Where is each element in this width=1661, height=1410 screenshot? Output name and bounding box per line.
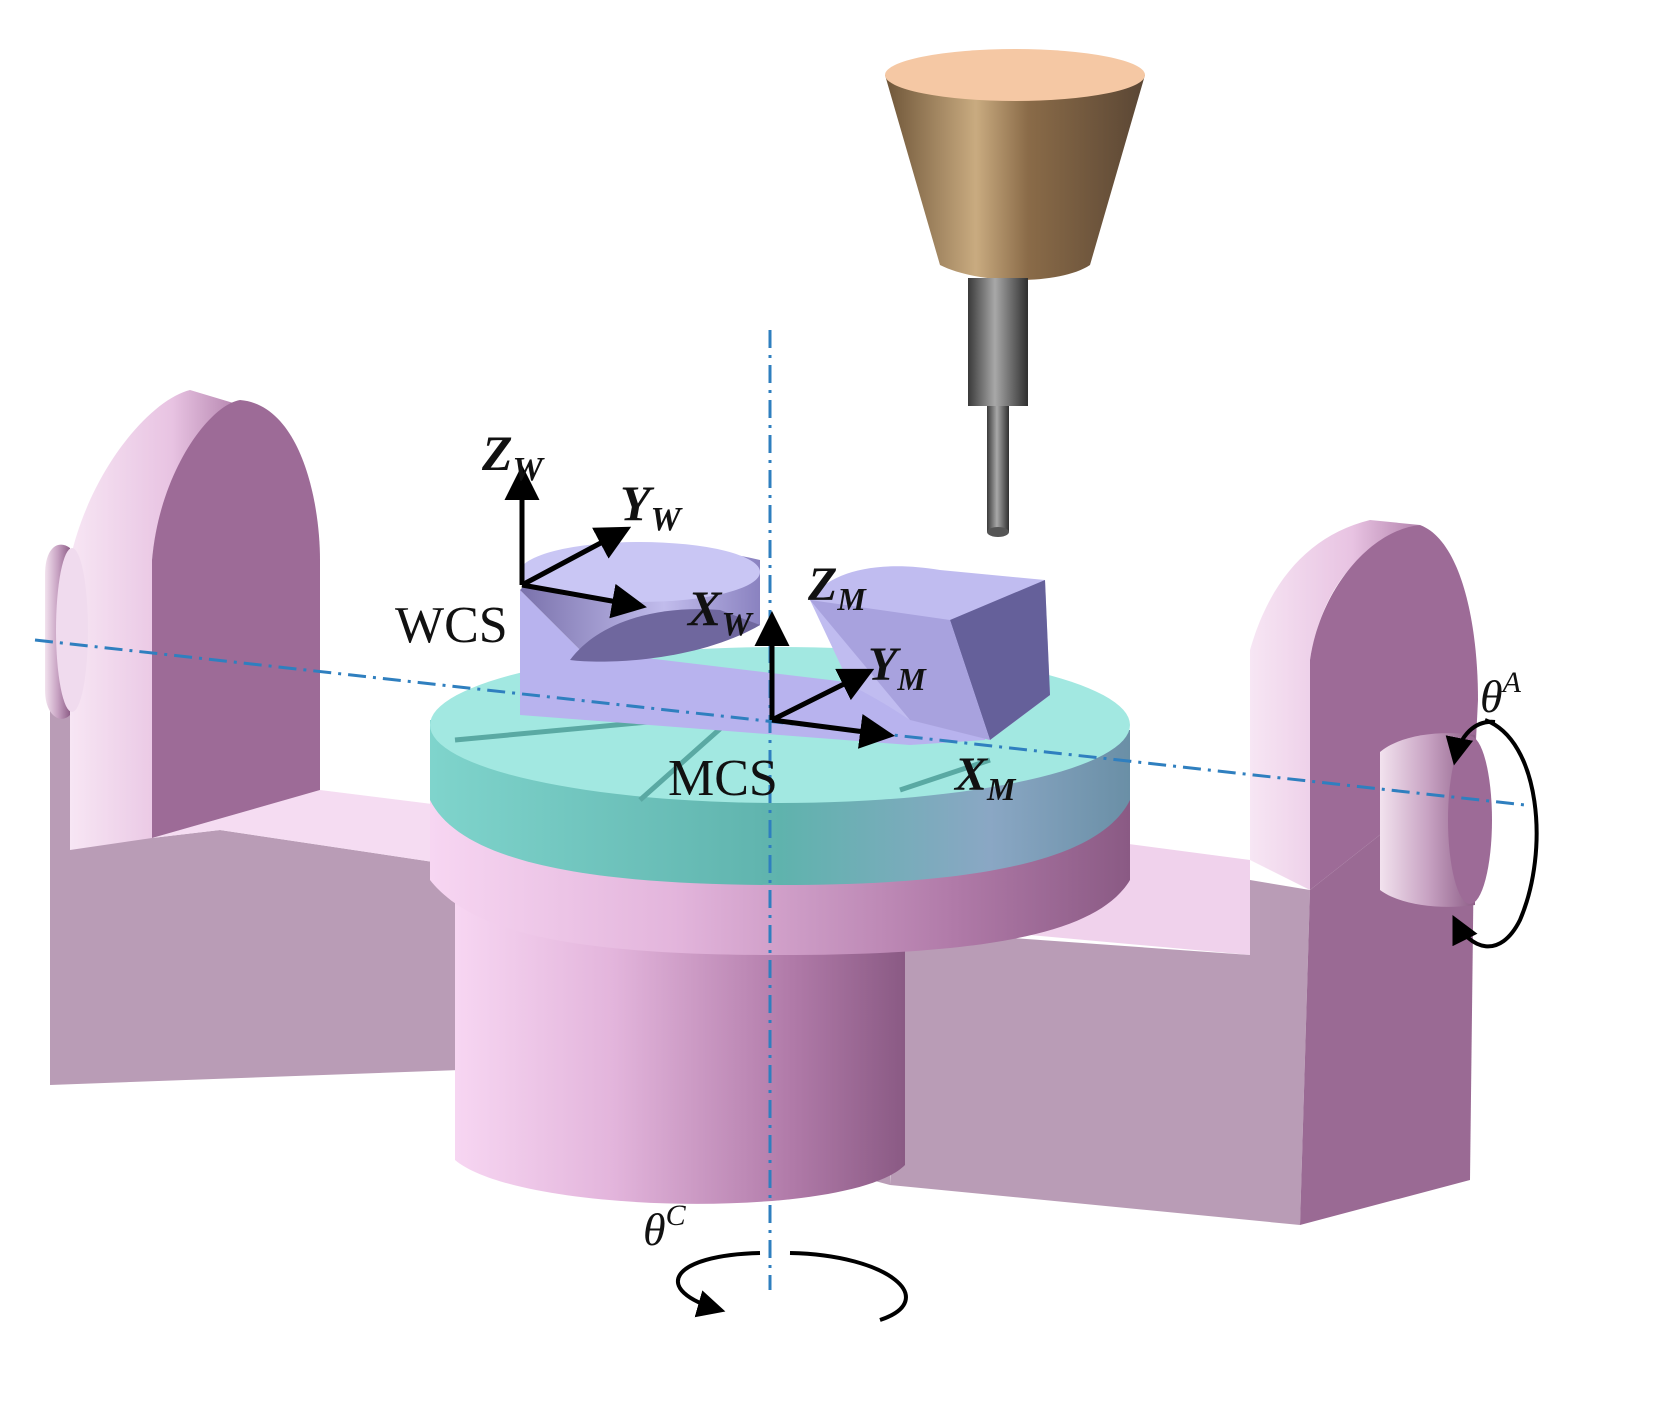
theta-c-label: θC (643, 1199, 687, 1255)
xw-label: XW (686, 580, 754, 643)
tool-holder-top (885, 49, 1145, 101)
xm-label: XM (953, 748, 1017, 807)
wcs-label: WCS (395, 597, 508, 654)
base-front-left (50, 640, 460, 1085)
mcs-x-arrow (771, 714, 895, 749)
tool-cutter (987, 406, 1009, 532)
left-trunnion (45, 390, 320, 850)
tool-holder (885, 75, 1145, 280)
rotation-a-arrow (1445, 718, 1539, 949)
wcs-axes (504, 465, 647, 619)
mcs-label: MCS (668, 750, 778, 807)
left-trunnion-face (152, 400, 320, 838)
theta-a-label: θA (1480, 666, 1522, 722)
rotation-c-arrow (675, 1251, 908, 1322)
tool-shank (968, 278, 1028, 406)
right-trunnion-rim (1250, 520, 1420, 890)
right-trunnion-face (1310, 525, 1478, 890)
right-trunnion (1250, 520, 1492, 907)
mcs-axes (754, 611, 895, 749)
wcs-x-arrow (521, 582, 647, 619)
wcs-y-arrow (520, 526, 632, 588)
labels: WCS MCS ZW YW XW ZM YM XM θA θC (395, 425, 1522, 1255)
yw-label: YW (620, 475, 684, 538)
right-boss-face (1448, 736, 1492, 904)
base-front-right (890, 880, 1310, 1225)
mcs-y-arrow (770, 668, 875, 723)
spindle-tool (885, 49, 1145, 537)
left-trunnion-rim (70, 390, 240, 850)
zm-label: ZM (807, 558, 867, 617)
zw-label: ZW (481, 425, 546, 488)
ym-label: YM (868, 638, 927, 697)
